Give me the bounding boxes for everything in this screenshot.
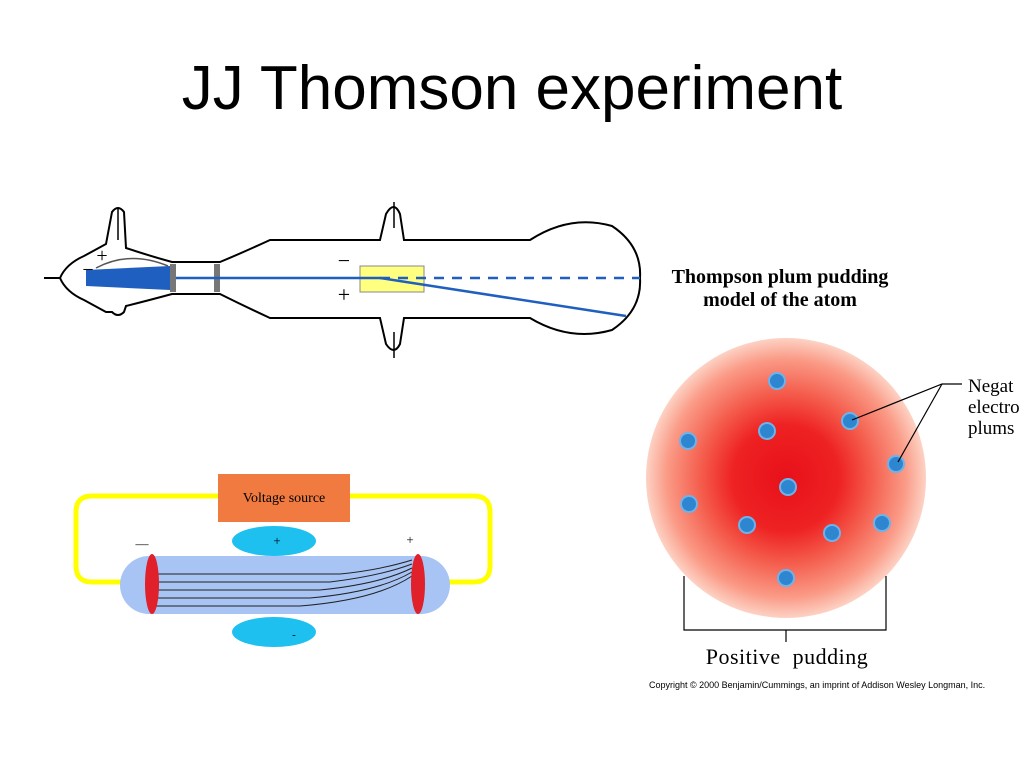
electron-plum: [887, 455, 905, 473]
cathode-sign: −: [82, 259, 93, 281]
electron-plum: [679, 432, 697, 450]
voltage-source-label: Voltage source: [243, 491, 326, 506]
left-wire: [73, 493, 218, 585]
anode-electrode: [411, 554, 425, 614]
deflected-beam: [379, 276, 627, 318]
positive-pudding-sphere: [646, 338, 926, 618]
voltage-source-box: [218, 474, 350, 522]
electron-label-line1: Negat: [968, 376, 1014, 397]
copyright-notice: Copyright © 2000 Benjamin/Cummings, an i…: [649, 680, 986, 690]
cathode-cone: [86, 266, 170, 290]
positive-pudding-label: Positive pudding: [705, 644, 869, 669]
lower-plate-sign: -: [292, 629, 296, 641]
electron-plums-label: Negat electro plums: [968, 376, 1024, 439]
filament-wire: [95, 257, 169, 269]
lower-plate-sign: +: [338, 282, 350, 307]
electron-plum: [777, 569, 795, 587]
plum-pudding-title: Thompson plum pudding model of the atom: [640, 266, 920, 312]
electron-label-line2: electro: [968, 397, 1020, 418]
anode-slit-1: [170, 264, 176, 292]
right-wire: [350, 493, 493, 585]
electron-plum: [680, 495, 698, 513]
electron-plum: [823, 524, 841, 542]
upper-plate-sign: −: [338, 248, 350, 273]
cathode-rays: [152, 559, 413, 607]
electron-plum: [758, 422, 776, 440]
tube-outline: [44, 206, 642, 351]
electron-plum: [779, 478, 797, 496]
cathode-electrode: [145, 554, 159, 614]
pudding-bracket: [683, 576, 887, 631]
slide-title: JJ Thomson experiment: [181, 54, 843, 123]
electron-plums: [679, 372, 905, 587]
lower-deflection-plate: [232, 617, 316, 647]
left-terminal-sign: —: [135, 536, 150, 551]
anode-sign: +: [96, 245, 107, 267]
electron-plum: [873, 514, 891, 532]
plum-pudding-title-line2: model of the atom: [703, 289, 857, 311]
upper-deflection-plate: [232, 526, 316, 556]
electron-plum: [841, 412, 859, 430]
electron-label-line3: plums: [968, 418, 1015, 439]
electron-plum: [768, 372, 786, 390]
electron-plum: [738, 516, 756, 534]
plum-pudding-title-line1: Thompson plum pudding: [671, 266, 889, 288]
electron-pointer-line: [897, 383, 943, 463]
right-terminal-sign: +: [406, 532, 413, 547]
upper-plate-sign: +: [273, 533, 280, 548]
